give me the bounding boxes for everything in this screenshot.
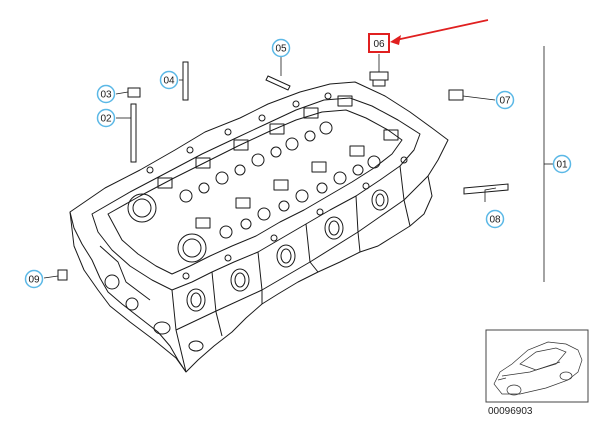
callout-06-label: 06 (373, 39, 385, 50)
callout-08[interactable]: 08 (485, 209, 505, 229)
callout-08-ring (485, 209, 505, 229)
callout-05[interactable]: 05 (271, 38, 291, 58)
callout-06-highlight-box (368, 33, 390, 53)
callout-03-label: 03 (100, 90, 112, 101)
callout-04-ring (159, 70, 179, 90)
loose-parts (57, 61, 509, 281)
vehicle-thumbnail (485, 329, 589, 403)
callout-07[interactable]: 07 (495, 90, 515, 110)
cylinder-head-illustration (69, 81, 449, 373)
callout-06[interactable]: 06 (368, 33, 390, 53)
callout-09-ring (24, 269, 44, 289)
highlight-arrow (390, 19, 489, 45)
callout-03[interactable]: 03 (96, 84, 116, 104)
callout-03-ring (96, 84, 116, 104)
callout-05-label: 05 (275, 44, 287, 55)
callout-07-label: 07 (499, 96, 511, 107)
car-icon (493, 341, 583, 396)
callout-04-label: 04 (163, 76, 175, 87)
callout-02[interactable]: 02 (96, 108, 116, 128)
callout-09[interactable]: 09 (24, 269, 44, 289)
callout-07-ring (495, 90, 515, 110)
callout-05-ring (271, 38, 291, 58)
callout-08-label: 08 (489, 215, 501, 226)
callout-01-ring (552, 154, 572, 174)
callout-02-ring (96, 108, 116, 128)
callout-09-label: 09 (28, 275, 40, 286)
reference-number: 00096903 (488, 406, 533, 417)
callout-02-label: 02 (100, 114, 112, 125)
callout-04[interactable]: 04 (159, 70, 179, 90)
callout-01[interactable]: 01 (552, 154, 572, 174)
callout-01-label: 01 (556, 160, 568, 171)
